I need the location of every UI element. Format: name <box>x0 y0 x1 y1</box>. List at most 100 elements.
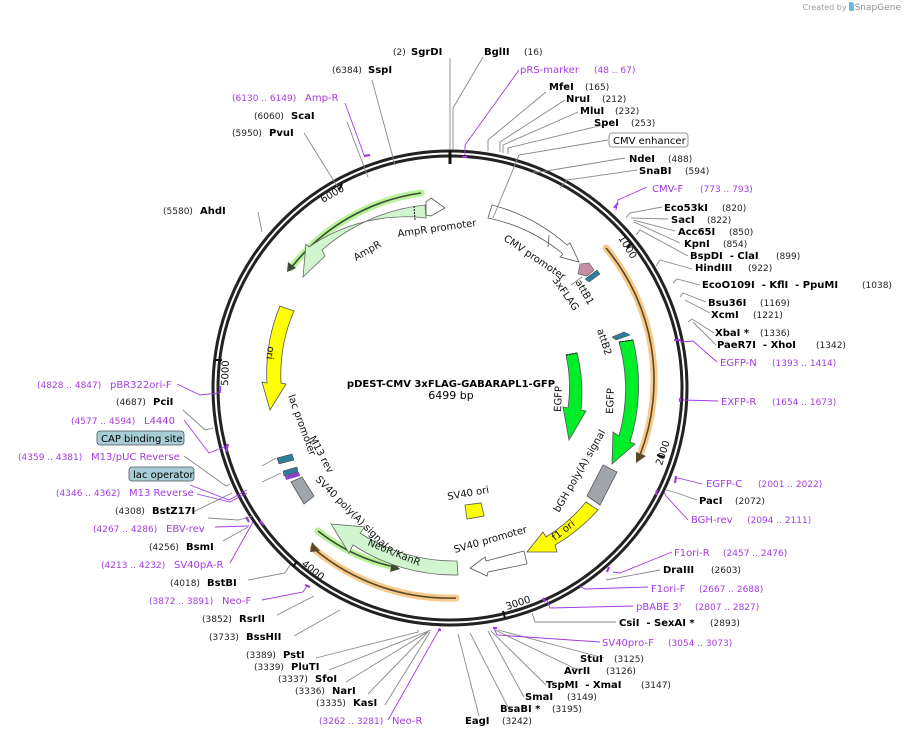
svg-text:(3126): (3126) <box>606 667 636 677</box>
primer-l4440: L4440 <box>144 416 175 427</box>
primer-egfp-n: EGFP-N <box>720 358 757 369</box>
enzyme-bstz17i: BstZ17I <box>152 506 195 517</box>
svg-text:(4577 .. 4594): (4577 .. 4594) <box>71 417 135 427</box>
svg-text:(3852): (3852) <box>202 615 232 625</box>
enzyme-scai: ScaI <box>291 111 315 122</box>
primer-sv40pa-r: SV40pA-R <box>174 560 223 571</box>
enzyme-labels-right[interactable]: (2) SgrDI BglII (16) MfeI (165) NruI (21… <box>393 47 892 727</box>
svg-text:(3335): (3335) <box>316 699 346 709</box>
svg-text:(3149): (3149) <box>567 693 597 703</box>
label-egfp-outer: EGFP <box>605 388 617 414</box>
primer-labels[interactable]: pRS-marker (48 .. 67) CMV-F (773 .. 793)… <box>18 65 836 727</box>
feature-ampr <box>302 204 427 279</box>
svg-text:(3733): (3733) <box>209 633 239 643</box>
enzyme-mfei: MfeI <box>549 82 574 93</box>
enzyme-avrii: AvrII <box>564 666 590 677</box>
primer-bgh-rev: BGH-rev <box>691 515 733 526</box>
svg-text:(1169): (1169) <box>760 299 790 309</box>
enzyme-nrui: NruI <box>566 94 590 105</box>
svg-text:(3872 .. 3891): (3872 .. 3891) <box>149 597 213 607</box>
leader-lines <box>176 56 719 721</box>
svg-text:(165): (165) <box>585 83 609 93</box>
label-attb2: attB2 <box>594 328 613 357</box>
enzyme-snabi: SnaBI <box>639 166 671 177</box>
enzyme-paci: PacI <box>699 496 722 507</box>
enzyme-bsmi: BsmI <box>186 542 214 553</box>
svg-text:(3195): (3195) <box>552 705 582 715</box>
enzyme-nari: NarI <box>332 686 356 697</box>
primer-pbabe-3: pBABE 3' <box>636 602 682 613</box>
svg-text:(2807 .. 2827): (2807 .. 2827) <box>695 603 759 613</box>
svg-text:(5950): (5950) <box>232 129 262 139</box>
svg-text:(2072): (2072) <box>735 497 765 507</box>
primer-f1ori-f: F1ori-F <box>651 584 686 595</box>
feature-lac-operator <box>276 453 295 465</box>
svg-text:(854): (854) <box>723 240 747 250</box>
enzyme-spei: SpeI <box>594 118 619 129</box>
primer-neo-f: Neo-F <box>222 596 252 607</box>
enzyme-bstbi: BstBI <box>207 578 237 589</box>
svg-text:(3389): (3389) <box>246 651 276 661</box>
svg-text:(4687): (4687) <box>116 398 146 408</box>
enzyme-kasi: KasI <box>353 698 377 709</box>
svg-text:(16): (16) <box>524 48 542 58</box>
label-egfp-inner: EGFP <box>553 386 565 412</box>
enzyme-xcmi: XcmI <box>711 310 739 321</box>
label-cmv-enhancer: CMV enhancer <box>613 136 687 147</box>
primer-egfp-c: EGFP-C <box>706 479 742 490</box>
primer-neo-r: Neo-R <box>392 716 423 727</box>
enzyme-pvui: PvuI <box>269 128 294 139</box>
enzyme-smai: SmaI <box>525 692 553 703</box>
svg-text:(4359 .. 4381): (4359 .. 4381) <box>18 453 82 463</box>
enzyme-stui: StuI <box>580 654 603 665</box>
plasmid-title: pDEST-CMV 3xFLAG-GABARAPL1-GFP 6499 bp <box>347 379 555 402</box>
feature-neor-kanr <box>330 523 459 576</box>
svg-text:(212): (212) <box>602 95 626 105</box>
enzyme-bglii: BglII <box>484 47 510 58</box>
enzyme-draiii: DraIII <box>663 565 694 576</box>
primer-sv40pro-f: SV40pro-F <box>602 638 654 649</box>
backbone <box>211 149 689 627</box>
svg-text:(253): (253) <box>631 119 655 129</box>
svg-text:(4308): (4308) <box>115 507 145 517</box>
plasmid-name: pDEST-CMV 3xFLAG-GABARAPL1-GFP <box>347 379 555 390</box>
svg-text:(2667 .. 2688): (2667 .. 2688) <box>699 585 763 595</box>
feature-ori <box>261 305 295 411</box>
feature-sv40-ori <box>464 502 485 520</box>
orf-arcs <box>287 189 658 602</box>
svg-text:(5580): (5580) <box>163 207 193 217</box>
label-ori: ori <box>263 346 276 360</box>
label-lac-promoter: lac promoter <box>285 393 318 458</box>
snapgene-logo-icon <box>848 2 854 11</box>
svg-text:(48 .. 67): (48 .. 67) <box>594 66 635 76</box>
tick-5000: 5000 <box>220 360 232 386</box>
svg-text:(6060): (6060) <box>254 112 284 122</box>
primer-exfp-r: EXFP-R <box>721 397 756 408</box>
feature-sv40-promoter <box>469 550 528 577</box>
enzyme-tspmi-xmai: TspMI - XmaI <box>546 680 621 691</box>
label-cap-binding-site: CAP binding site <box>101 434 183 445</box>
svg-text:(1393 .. 1414): (1393 .. 1414) <box>772 359 836 369</box>
svg-text:(3054 .. 3073): (3054 .. 3073) <box>668 639 732 649</box>
label-ampr-promoter: AmpR promoter <box>397 218 478 240</box>
enzyme-rsrii: RsrII <box>239 614 265 625</box>
feature-cmv-promoter <box>487 204 580 263</box>
svg-text:(6384): (6384) <box>332 66 362 76</box>
svg-text:(820): (820) <box>722 204 746 214</box>
enzyme-bsu36i: Bsu36I <box>708 298 746 309</box>
enzyme-bsabi: BsaBI * <box>500 704 541 715</box>
primer-f1ori-r: F1ori-R <box>674 548 710 559</box>
enzyme-bsshii: BssHII <box>246 632 281 643</box>
feature-egfp-outer <box>611 339 639 465</box>
label-sv40-ori: SV40 ori <box>447 485 490 503</box>
boxed-feature-labels[interactable]: CMV enhancer CAP binding site lac operat… <box>96 132 689 482</box>
svg-text:(899): (899) <box>776 252 800 262</box>
enzyme-pcii: PciI <box>153 397 173 408</box>
svg-text:(2893): (2893) <box>710 619 740 629</box>
enzyme-labels-left[interactable]: (6384) SspI (6060) ScaI (5950) PvuI (558… <box>115 65 392 709</box>
svg-text:(2603): (2603) <box>711 566 741 576</box>
svg-text:(773 .. 793): (773 .. 793) <box>700 185 753 195</box>
enzyme-acc65i: Acc65I <box>678 227 715 238</box>
